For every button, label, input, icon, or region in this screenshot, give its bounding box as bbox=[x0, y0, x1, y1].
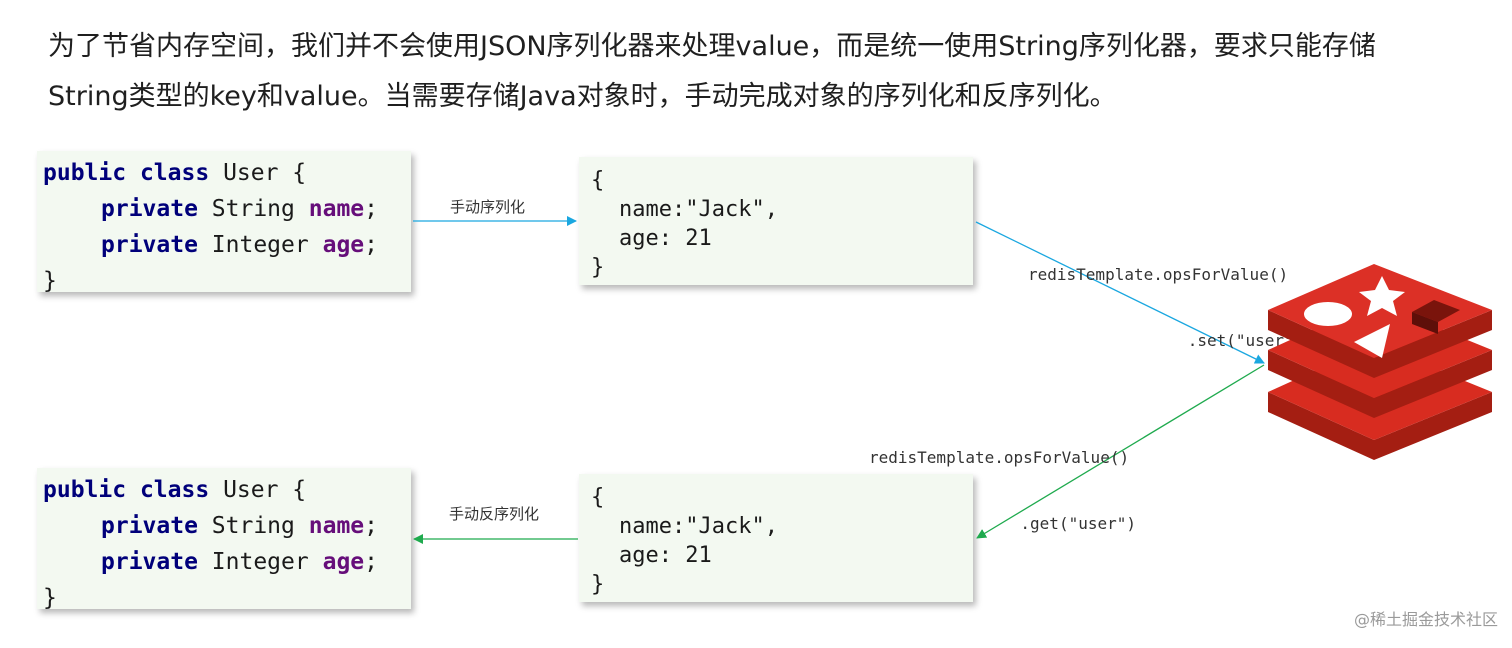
json-line: } bbox=[591, 572, 605, 597]
json-line: name:"Jack", bbox=[619, 514, 778, 539]
code-line: private Integer age; bbox=[101, 232, 378, 258]
redis-get-line-1: redisTemplate.opsForValue() bbox=[869, 448, 1130, 467]
json-line: { bbox=[591, 485, 605, 510]
json-box-top: { name:"Jack", age: 21 } bbox=[579, 157, 973, 285]
json-line: { bbox=[591, 168, 605, 193]
json-line: age: 21 bbox=[619, 226, 712, 251]
code-line: } bbox=[43, 268, 57, 294]
redis-set-line-1: redisTemplate.opsForValue() bbox=[1028, 265, 1289, 284]
redis-get-call: redisTemplate.opsForValue() .get("user") bbox=[860, 403, 1156, 557]
code-line: public class User { bbox=[43, 160, 307, 186]
watermark: @稀土掘金技术社区 bbox=[1353, 610, 1498, 629]
redis-get-line-2: .get("user") bbox=[1020, 514, 1136, 533]
code-line: } bbox=[43, 585, 57, 611]
json-box-bottom: { name:"Jack", age: 21 } bbox=[579, 474, 973, 602]
intro-line-2: String类型的key和value。当需要存储Java对象时，手动完成对象的序… bbox=[48, 81, 1117, 112]
serialize-label: 手动序列化 bbox=[450, 198, 526, 216]
java-class-box-top: public class User { private String name;… bbox=[37, 151, 411, 294]
deserialize-label: 手动反序列化 bbox=[449, 505, 540, 523]
json-line: } bbox=[591, 255, 605, 280]
code-line: private String name; bbox=[101, 196, 378, 222]
json-line: name:"Jack", bbox=[619, 197, 778, 222]
redis-set-arrow bbox=[975, 221, 1265, 364]
intro-text: 为了节省内存空间，我们并不会使用JSON序列化器来处理value，而是统一使用S… bbox=[48, 22, 1468, 122]
redis-logo-icon bbox=[1268, 264, 1492, 460]
json-line: age: 21 bbox=[619, 543, 712, 568]
redis-get-arrow bbox=[976, 364, 1265, 539]
java-class-box-bottom: public class User { private String name;… bbox=[37, 468, 411, 611]
intro-line-1: 为了节省内存空间，我们并不会使用JSON序列化器来处理value，而是统一使用S… bbox=[48, 31, 1376, 62]
code-line: public class User { bbox=[43, 477, 307, 503]
code-line: private String name; bbox=[101, 513, 378, 539]
code-line: private Integer age; bbox=[101, 549, 378, 575]
